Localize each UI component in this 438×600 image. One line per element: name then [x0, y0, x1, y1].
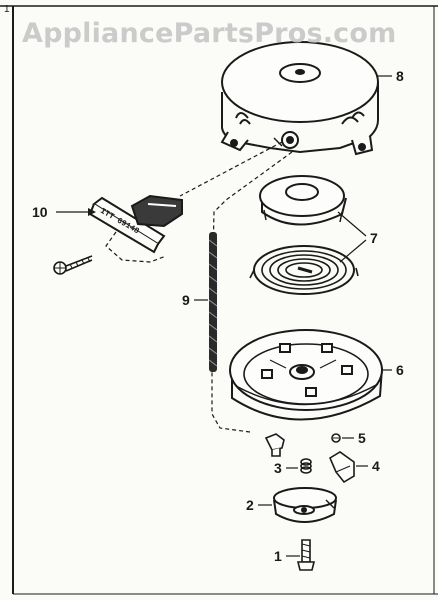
frame: [0, 5, 438, 595]
watermark: AppliancePartsPros.com: [22, 18, 397, 49]
part-label-10: 10: [32, 204, 48, 220]
starter-housing: [220, 41, 379, 156]
part-2-retainer: [273, 487, 337, 523]
part-5-screw: [331, 433, 341, 443]
starter-handle: [88, 194, 183, 254]
handle-screw: [53, 255, 93, 275]
part-label-9: 9: [182, 292, 190, 308]
part-label-3: 3: [274, 460, 282, 476]
part-label-4: 4: [372, 458, 380, 474]
part-3-spring: [300, 458, 312, 474]
part-label-5: 5: [358, 430, 366, 446]
corner-mark: 1: [4, 4, 10, 15]
part-label-6: 6: [396, 362, 404, 378]
rope-path-dashes: [105, 141, 293, 433]
part-label-8: 8: [396, 68, 404, 84]
part-1-screw: [296, 539, 316, 571]
starter-pulley: [229, 329, 383, 421]
starter-rope: [208, 232, 218, 372]
part-4-clip: [328, 451, 355, 484]
pulley-bolt: [264, 433, 285, 457]
spring-cover: [259, 175, 347, 226]
part-label-7: 7: [370, 230, 378, 246]
part-label-1: 1: [274, 548, 282, 564]
part-label-2: 2: [246, 497, 254, 513]
recoil-spring: [249, 245, 359, 295]
